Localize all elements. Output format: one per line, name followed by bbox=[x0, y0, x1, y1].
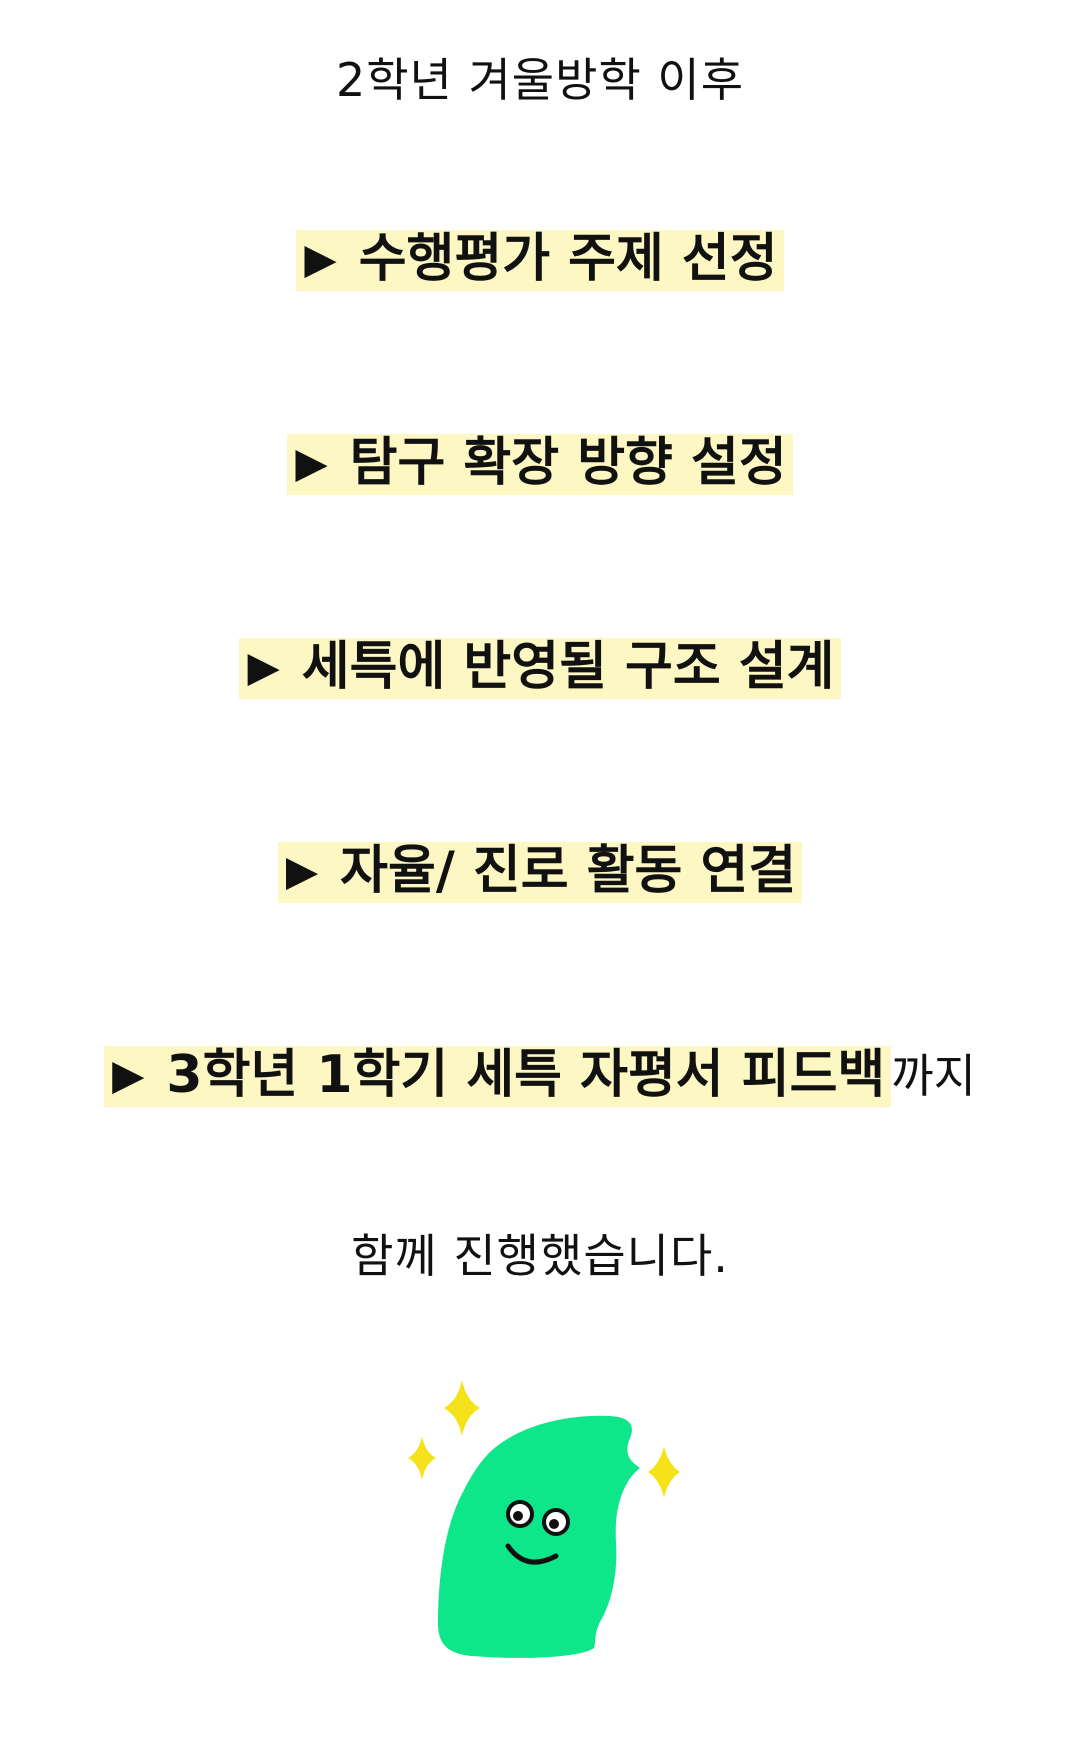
sparkle-icon bbox=[648, 1446, 680, 1498]
left-eye bbox=[506, 1500, 534, 1528]
sparkle-icon bbox=[408, 1436, 436, 1480]
item-label: 탐구 확장 방향 설정 bbox=[349, 433, 787, 493]
highlighted-item-2: ▶ 탐구 확장 방향 설정 bbox=[287, 433, 793, 495]
smile bbox=[505, 1543, 559, 1565]
item-tail-text: 까지 bbox=[891, 1049, 976, 1103]
outro-text: 함께 진행했습니다. bbox=[351, 1229, 729, 1283]
play-arrow-icon: ▶ bbox=[247, 642, 280, 691]
mascot-character-icon bbox=[408, 1380, 680, 1658]
list-item: ▶ 자율/ 진로 활동 연결 bbox=[0, 838, 1080, 904]
play-arrow-icon: ▶ bbox=[285, 846, 319, 895]
play-arrow-icon: ▶ bbox=[295, 438, 328, 487]
play-arrow-icon: ▶ bbox=[112, 1050, 145, 1099]
list-item: ▶ 탐구 확장 방향 설정 bbox=[0, 430, 1080, 496]
mascot-body bbox=[438, 1415, 640, 1658]
right-eye bbox=[542, 1508, 570, 1536]
sparkle-icon bbox=[444, 1380, 480, 1436]
intro-text: 2학년 겨울방학 이후 bbox=[335, 53, 745, 107]
highlighted-item-4: ▶ 자율/ 진로 활동 연결 bbox=[277, 841, 803, 903]
item-label: 자율/ 진로 활동 연결 bbox=[340, 841, 797, 901]
highlighted-item-5: ▶ 3학년 1학기 세특 자평서 피드백 bbox=[104, 1045, 892, 1107]
item-label: 3학년 1학기 세특 자평서 피드백 bbox=[166, 1045, 886, 1105]
highlighted-item-1: ▶ 수행평가 주제 선정 bbox=[296, 229, 784, 291]
list-item: ▶ 세특에 반영될 구조 설계 bbox=[0, 634, 1080, 700]
highlighted-item-3: ▶ 세특에 반영될 구조 설계 bbox=[239, 637, 841, 699]
play-arrow-icon: ▶ bbox=[304, 234, 337, 283]
list-item: ▶ 수행평가 주제 선정 bbox=[0, 226, 1080, 292]
item-label: 세특에 반영될 구조 설계 bbox=[301, 637, 835, 697]
item-label: 수행평가 주제 선정 bbox=[358, 229, 778, 289]
